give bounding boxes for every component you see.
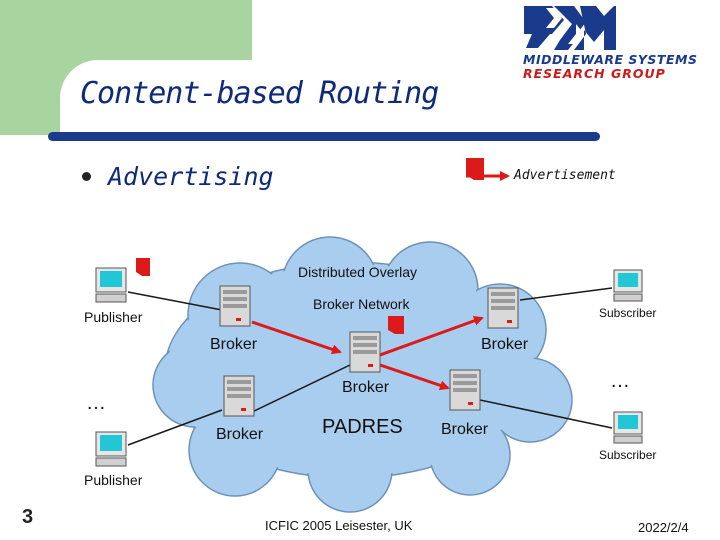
subscriber-label-bottom: Subscriber xyxy=(599,448,657,462)
slide-number: 3 xyxy=(22,506,34,528)
logo-text-bottom: RESEARCH GROUP xyxy=(523,66,666,81)
bullet-advertising: Advertising xyxy=(108,162,274,191)
ellipsis-left: … xyxy=(86,392,106,414)
advertisement-arrows xyxy=(251,171,510,391)
network-name-padres: PADRES xyxy=(322,416,403,438)
publisher-label-top: Publisher xyxy=(84,309,143,325)
msrg-logo-icon xyxy=(524,6,616,50)
overlay-label-line1: Distributed Overlay xyxy=(298,264,418,280)
footer-date: 2022/2/4 xyxy=(638,520,689,535)
title-underline-bar xyxy=(48,132,600,141)
title-area-cutout xyxy=(60,60,260,140)
subscriber-label-top: Subscriber xyxy=(599,306,657,320)
overlay-label-line2: Broker Network xyxy=(313,296,410,312)
broker-label-bottom-right: Broker xyxy=(441,421,489,438)
advertisement-flag-icons xyxy=(136,158,484,334)
broker-label-bottom-left: Broker xyxy=(216,426,264,443)
broker-label-top-left: Broker xyxy=(210,336,258,353)
client-computer-icons xyxy=(95,267,643,467)
broker-label-top-right: Broker xyxy=(481,336,529,353)
ellipsis-right: … xyxy=(610,370,630,392)
broker-server-icons xyxy=(219,285,519,417)
slide-title: Content-based Routing xyxy=(80,76,439,111)
network-links xyxy=(127,287,613,446)
bullet-dot xyxy=(82,172,91,181)
legend-advertisement-label: Advertisement xyxy=(514,168,616,183)
logo-text-top: MIDDLEWARE SYSTEMS xyxy=(523,52,698,67)
footer-conference: ICFIC 2005 Leisester, UK xyxy=(265,518,413,533)
broker-label-center: Broker xyxy=(342,379,390,396)
publisher-label-bottom: Publisher xyxy=(84,472,143,488)
